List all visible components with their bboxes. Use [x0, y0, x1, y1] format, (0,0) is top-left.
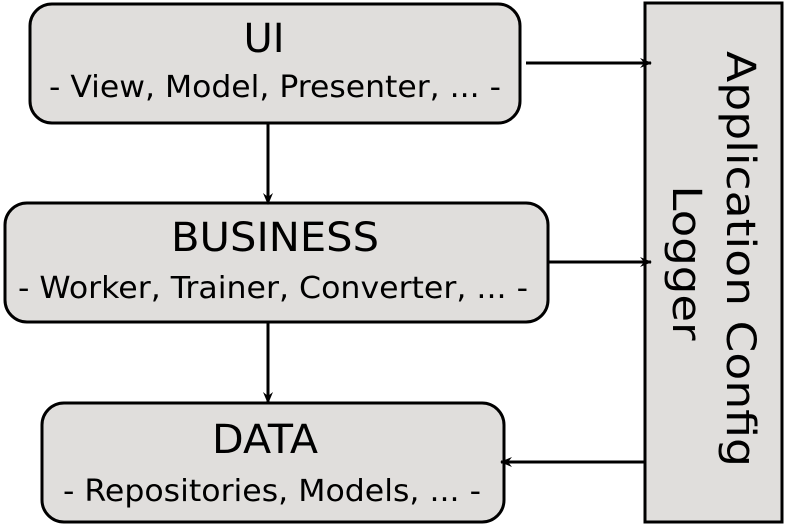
logger-label: Logger	[663, 186, 709, 342]
data-layer-subtitle: - Repositories, Models, ... -	[63, 474, 481, 509]
ui-layer-title: UI	[243, 16, 284, 62]
application-config-logger-box: Application Config Logger	[643, 1, 784, 524]
ui-layer-box: UI - View, Model, Presenter, ... -	[28, 2, 522, 125]
business-layer-box: BUSINESS - Worker, Trainer, Converter, .…	[3, 201, 550, 324]
business-layer-title: BUSINESS	[171, 215, 379, 261]
data-layer-title: DATA	[212, 417, 319, 463]
application-config-label: Application Config	[717, 51, 763, 467]
ui-layer-subtitle: - View, Model, Presenter, ... -	[49, 70, 501, 105]
business-layer-subtitle: - Worker, Trainer, Converter, ... -	[18, 271, 528, 306]
data-layer-box: DATA - Repositories, Models, ... -	[40, 401, 506, 524]
